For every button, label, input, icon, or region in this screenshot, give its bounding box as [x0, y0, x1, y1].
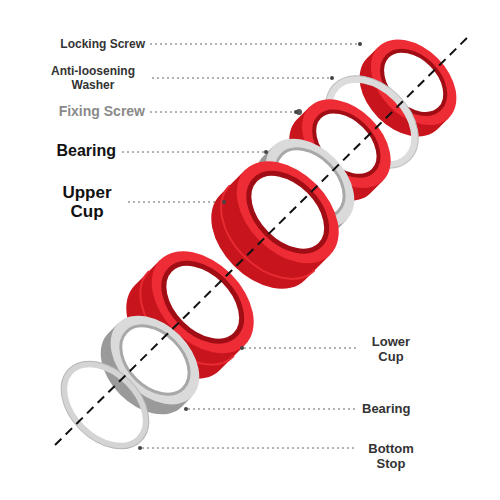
leader-line: [128, 202, 222, 203]
leader-dot: [330, 76, 334, 80]
part-label: Fixing Screw: [8, 103, 145, 120]
leader-dot: [184, 407, 188, 411]
leader-line: [150, 44, 358, 45]
leader-dot: [240, 346, 244, 350]
leader-dots: [138, 42, 362, 450]
leader-line: [142, 448, 356, 449]
leader-dot: [138, 446, 142, 450]
part-label: Bottom Stop: [362, 441, 420, 471]
leader-dot: [358, 42, 362, 46]
leader-dot: [264, 150, 268, 154]
leader-dot: [294, 110, 298, 114]
part-label: Upper Cup: [52, 183, 122, 221]
leader-line: [150, 112, 294, 113]
part-label: Anti-loosening Washer: [38, 64, 148, 92]
part-label: Bearing: [362, 401, 442, 416]
part-label: Locking Screw: [10, 37, 145, 51]
part-label: Lower Cup: [364, 334, 418, 364]
leader-line: [152, 78, 330, 79]
leader-line: [188, 409, 356, 410]
leader-line: [244, 348, 358, 349]
axis-line: [55, 35, 470, 445]
leader-dot: [222, 200, 226, 204]
bottom-stop: [44, 344, 166, 466]
leader-line: [122, 152, 264, 153]
part-label: Bearing: [10, 141, 116, 160]
